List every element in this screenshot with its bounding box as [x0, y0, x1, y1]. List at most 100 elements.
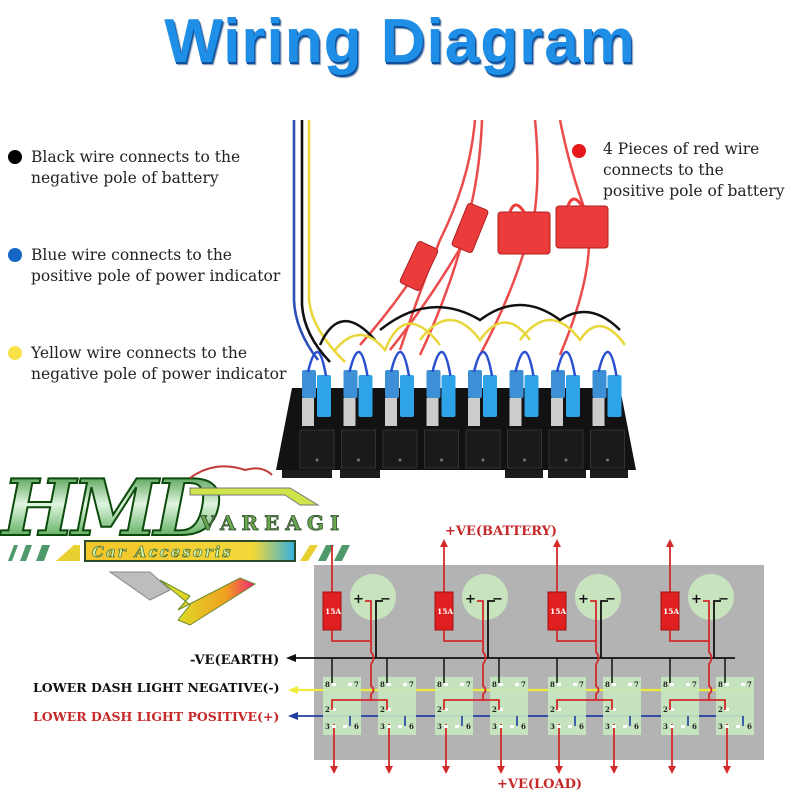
switch-terminal: [468, 398, 480, 426]
black-dot-icon: [8, 150, 22, 164]
terminal-pin: [403, 683, 407, 686]
rocker-switch: [548, 429, 584, 469]
pin2-split-line: [669, 699, 726, 710]
pin-label-8: 8: [663, 680, 668, 689]
indicator-lamp: [688, 574, 734, 620]
terminal-pin: [398, 725, 402, 728]
hmd-vareagi-logo: HMD VAREAGI Car Accesoris: [0, 462, 350, 626]
blue-connector: [592, 370, 607, 398]
pin-label-6: 6: [466, 722, 471, 731]
blue-connector: [385, 370, 399, 398]
pin-label-7: 7: [747, 680, 752, 689]
legend-black-line2: negative pole of battery: [31, 169, 219, 187]
pin-label-3: 3: [718, 722, 723, 731]
switch-feed-line: [595, 641, 600, 700]
blue-dot-icon: [8, 248, 22, 262]
blue-jumper-wire: [597, 350, 618, 377]
terminal-pin: [670, 725, 674, 728]
indicator-lamp: [575, 574, 621, 620]
switch-led: [357, 458, 360, 462]
pin-label-8: 8: [380, 680, 385, 689]
red-dot-icon: [572, 144, 586, 158]
rocker-switch: [507, 429, 542, 469]
pin-label-6: 6: [579, 722, 584, 731]
pin2-split-line: [556, 699, 613, 710]
fuse-label: 15A: [437, 607, 453, 616]
pin-label-3: 3: [550, 722, 555, 731]
terminal-pin: [332, 708, 336, 711]
terminal-pin: [332, 683, 336, 686]
indicator-lamp: [350, 574, 396, 620]
load-arrow-icon: [610, 766, 618, 774]
rocker-switch: [299, 429, 335, 469]
pin-label-7: 7: [692, 680, 697, 689]
terminal-pin: [455, 725, 459, 728]
legend-yellow-line1: Yellow wire connects to the: [31, 344, 248, 362]
terminal-pin: [741, 683, 745, 686]
fuse-label: 15A: [325, 607, 341, 616]
dash-negative-arrow-icon: [288, 686, 298, 694]
indicator-ground-line: [713, 600, 721, 658]
fuse-holder-4: [555, 205, 609, 249]
indicator-ground-line: [375, 600, 383, 658]
pin-label-2: 2: [605, 705, 610, 714]
legend-yellow-wire: Yellow wire connects to the negative pol…: [8, 343, 286, 385]
switch-terminal: [551, 398, 563, 426]
pin-label-2: 2: [325, 705, 330, 714]
battery-arrow-icon: [666, 539, 674, 547]
pin-label-7: 7: [634, 680, 639, 689]
terminal-pin: [557, 725, 561, 728]
legend-red-line3: positive pole of battery: [603, 182, 785, 200]
blue-connector: [441, 375, 456, 417]
fuse-holder-1: [399, 240, 439, 292]
terminal-pin: [612, 683, 616, 686]
terminal-pin: [725, 683, 729, 686]
dash-negative-label: LOWER DASH LIGHT NEGATIVE(-): [33, 680, 280, 695]
terminal-pin: [628, 683, 632, 686]
switch-led: [523, 458, 526, 462]
earth-arrow-icon: [286, 654, 296, 662]
battery-arrow-icon: [553, 539, 561, 547]
blue-jumper-wire: [348, 350, 369, 377]
rocker-switch: [424, 429, 459, 469]
blue-connector: [607, 375, 622, 417]
minus-sign: −: [380, 592, 391, 607]
switch-pad: [548, 677, 586, 735]
terminal-pin: [444, 725, 448, 728]
pin-label-2: 2: [663, 705, 668, 714]
terminal-pin: [387, 683, 391, 686]
switch-terminal: [509, 398, 522, 426]
rocker-switch: [590, 429, 625, 469]
switch-feed-line: [708, 641, 713, 700]
terminal-pin: [573, 683, 577, 686]
fuse-label: 15A: [663, 607, 679, 616]
blue-connector: [566, 375, 580, 417]
pin-label-7: 7: [409, 680, 414, 689]
logo-check-grey: [108, 571, 171, 601]
legend-blue-line2: positive pole of power indicator: [31, 267, 281, 285]
logo-subbrand-text: VAREAGI: [199, 511, 345, 535]
terminal-pin: [343, 725, 347, 728]
battery-label: +VE(BATTERY): [445, 524, 557, 539]
fuse-label: 15A: [550, 607, 566, 616]
logo-tagline-bar: [84, 540, 296, 562]
pin-label-8: 8: [550, 680, 555, 689]
terminal-pin: [557, 683, 561, 686]
load-arrow-icon: [555, 766, 563, 774]
blue-connector: [426, 370, 441, 398]
plus-sign: +: [465, 592, 476, 607]
terminal-pin: [387, 708, 391, 711]
blue-jumper-wire: [514, 350, 535, 377]
terminal-pin: [725, 725, 729, 728]
blue-connector: [483, 375, 497, 417]
pin-label-3: 3: [380, 722, 385, 731]
minus-sign: −: [605, 592, 616, 607]
switch-led: [315, 458, 319, 462]
plus-sign: +: [578, 592, 589, 607]
terminal-pin: [670, 683, 674, 686]
logo-slashes: [8, 545, 350, 561]
dash-positive-arrow-icon: [288, 712, 298, 720]
legend-black-line1: Black wire connects to the: [31, 148, 241, 166]
rocker-switch: [341, 429, 376, 469]
switch-pad: [435, 677, 473, 735]
